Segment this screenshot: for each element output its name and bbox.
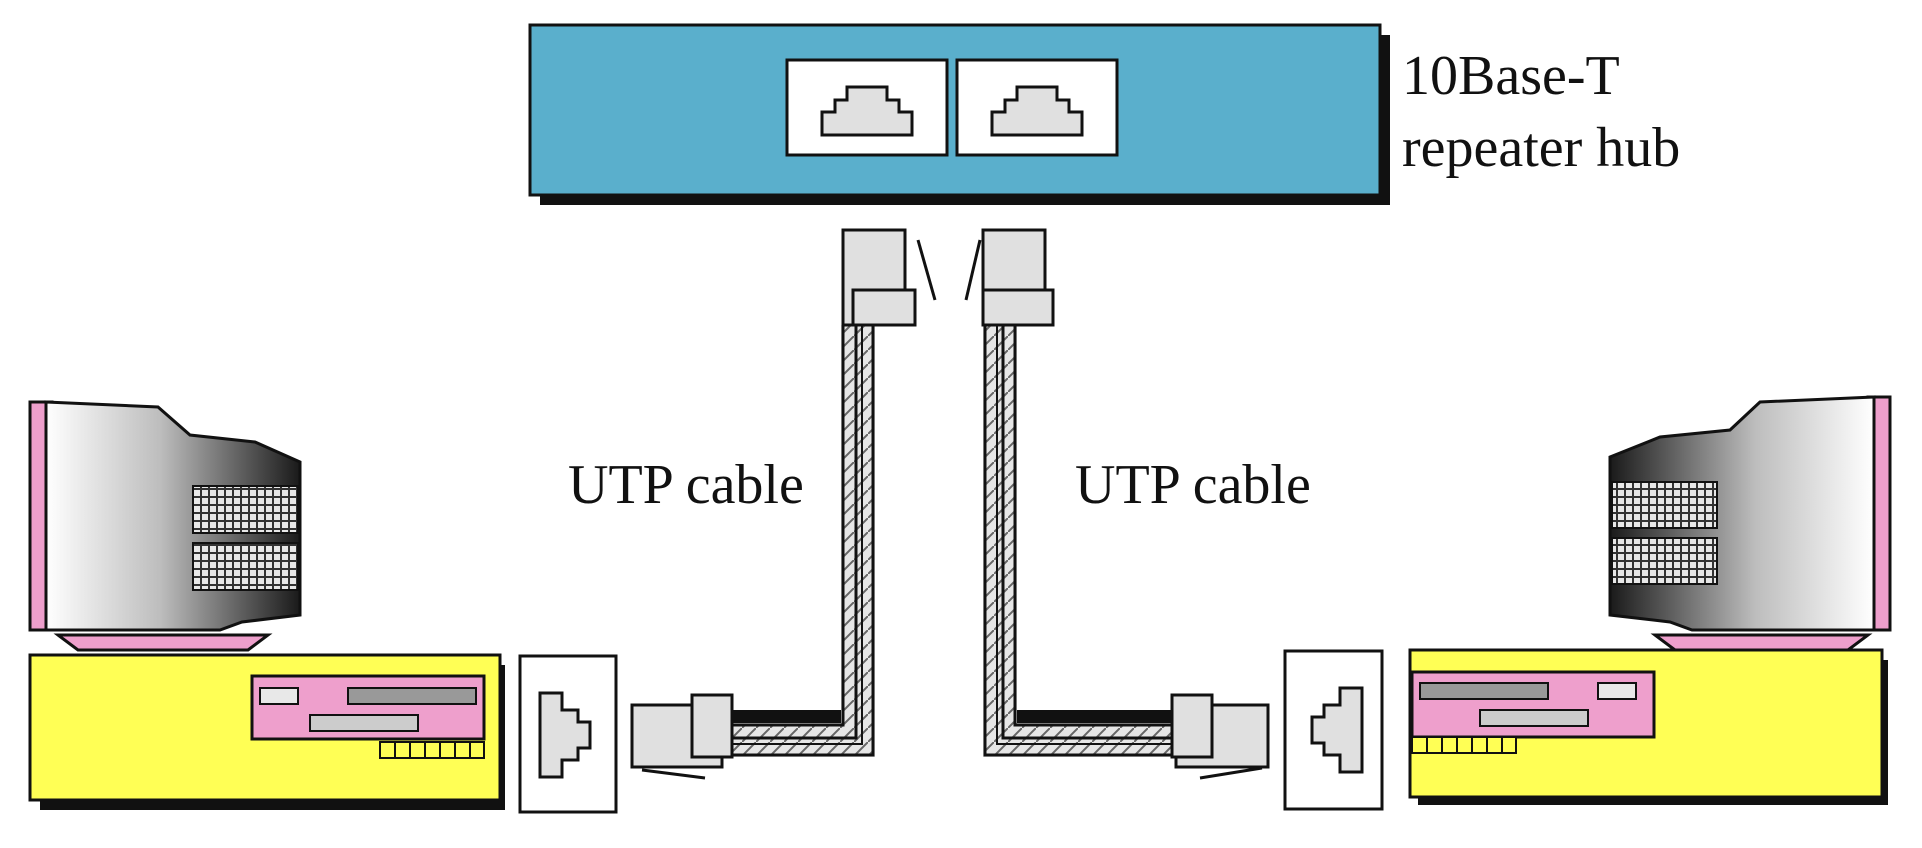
- utp-cable-left: [630, 228, 937, 780]
- computer-right: [1283, 395, 1892, 811]
- utp-cable-left-label: UTP cable: [568, 454, 804, 516]
- hub-label-line2: repeater hub: [1402, 117, 1680, 179]
- utp-cable-right-label: UTP cable: [1075, 454, 1311, 516]
- crt-monitor-icon: [28, 400, 302, 652]
- crt-monitor-icon: [1608, 395, 1892, 652]
- desktop-case-icon: [28, 653, 505, 810]
- hub-icon: [528, 23, 1390, 205]
- rj45-port-icon: [955, 58, 1119, 157]
- nic-port-icon: [1283, 649, 1384, 811]
- hub-body: [528, 23, 1382, 197]
- drive-slots: [1411, 736, 1517, 754]
- hub-label-line1: 10Base-T: [1402, 45, 1620, 107]
- rj45-plug-icon: [964, 228, 1055, 327]
- rj45-plug-icon: [630, 693, 734, 780]
- rj45-plug-icon: [1170, 693, 1270, 780]
- rj45-plug-icon: [841, 228, 937, 327]
- drive-slots: [379, 741, 485, 759]
- utp-cable-right: [964, 228, 1270, 780]
- computer-left: [28, 400, 618, 814]
- desktop-case-icon: [1408, 648, 1888, 805]
- rj45-port-icon: [785, 58, 949, 157]
- nic-port-icon: [518, 654, 618, 814]
